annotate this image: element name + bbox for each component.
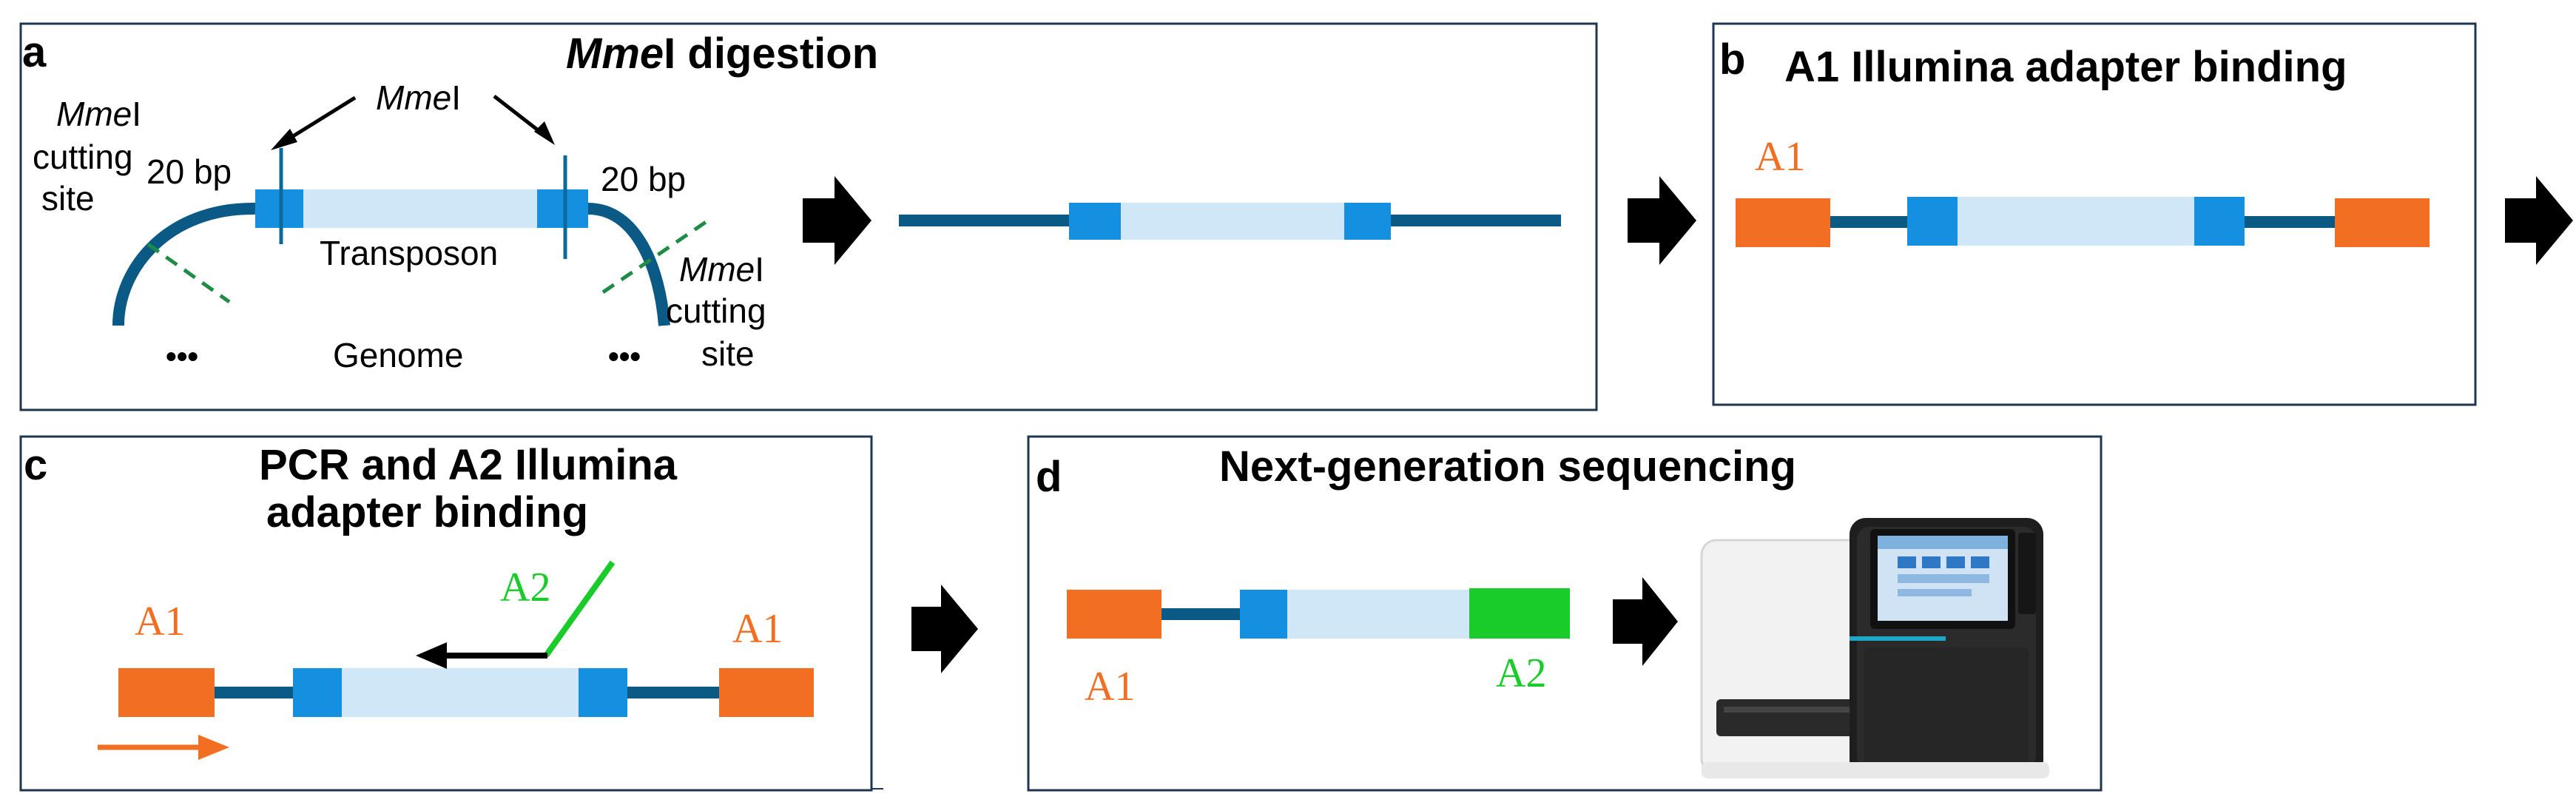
panel-b-end-left (1907, 197, 1958, 246)
sequencer-tray-slot (1716, 699, 1861, 736)
genome-label: Genome (333, 336, 463, 374)
mmei-enzyme-label-rest: I (451, 78, 461, 117)
flow-arrow-1 (803, 176, 871, 265)
flow-arrow-2 (1628, 176, 1696, 265)
panel-c-adapter-left-label: A1 (135, 599, 185, 644)
cut-site-right-line2: cutting (666, 292, 766, 330)
panel-d-title: Next-generation sequencing (1219, 442, 1796, 491)
panel-b-title: A1 Illumina adapter binding (1784, 43, 2347, 91)
sequencer-status-light (1850, 636, 1946, 641)
enzyme-pointer-left (271, 95, 357, 150)
panel-a-letter: a (22, 28, 47, 76)
sequencer-base (1702, 762, 2049, 778)
cut-site-right-line3: site (701, 334, 755, 373)
panel-b-adapter-left-label: A1 (1755, 134, 1805, 180)
ellipsis-left: ••• (166, 339, 198, 374)
sequencer-instrument-illustration (1700, 518, 2049, 778)
flow-arrow-4 (911, 585, 978, 673)
panel-b-transposon (1958, 197, 2194, 246)
panel-c: c PCR and A2 Illumina adapter binding A1… (19, 435, 873, 792)
bp-label-left: 20 bp (146, 152, 232, 191)
panel-b-letter: b (1719, 36, 1745, 84)
panel-d-end-left (1240, 590, 1287, 639)
panel-c-extension-arrow (416, 642, 547, 669)
panel-a-title-italic: Mme (566, 30, 664, 78)
sequencer-body (1700, 539, 1873, 775)
panel-d-adapter-right (1469, 588, 1570, 639)
panel-d-adapter-left-label: A1 (1085, 664, 1135, 710)
panel-c-adapter-left (118, 668, 215, 717)
panel-a-title: MmeI digestion (566, 30, 878, 78)
flow-arrow-5 (1613, 577, 1678, 666)
panel-b: b A1 Illumina adapter binding A1 A1 (1712, 22, 2477, 406)
panel-c-title-line1: PCR and A2 Illumina (259, 441, 678, 489)
transposon-label: Transposon (320, 234, 498, 272)
bp-label-right: 20 bp (601, 160, 686, 198)
panel-c-primer-label: A2 (500, 565, 550, 610)
enzyme-pointer-right (493, 95, 555, 145)
cut-site-right-line1: MmeI (679, 250, 764, 289)
cut-site-left-line2: cutting (33, 138, 133, 176)
panel-a-title-rest: I digestion (664, 30, 878, 78)
digestion-product-transposon (1121, 203, 1344, 240)
cut-site-left-line3: site (41, 179, 95, 218)
panel-d-adapter-left (1067, 590, 1161, 639)
panel-c-adapter-right-label: A1 (732, 606, 783, 652)
sequencer-door (1864, 647, 2029, 766)
transposon-end-right (537, 189, 588, 228)
genome-arc-right (587, 203, 670, 326)
cut-site-dash-left (146, 242, 231, 304)
genome-arc-left (112, 202, 256, 326)
transposon-body (303, 189, 537, 228)
panel-c-a2-primer (543, 560, 616, 658)
panel-c-title-line2: adapter binding (266, 488, 588, 536)
panel-b-adapter-right (2335, 198, 2430, 247)
panel-c-transposon (342, 668, 579, 717)
panel-c-a1-primer-arrow (98, 735, 229, 760)
panel-b-end-right (2194, 197, 2245, 246)
flow-arrow-3 (2505, 176, 2573, 265)
digestion-product (899, 203, 1561, 240)
panel-d-transposon (1287, 590, 1469, 639)
panel-c-frame (19, 435, 873, 792)
panel-c-end-left (293, 668, 342, 717)
panel-c-letter: c (24, 441, 47, 489)
mmei-enzyme-label-italic: Mme (376, 78, 451, 117)
ellipsis-right: ••• (608, 339, 641, 374)
panel-b-adapter-left (1736, 198, 1830, 247)
panel-d-adapter-right-label: A2 (1496, 650, 1546, 696)
panel-d-letter: d (1036, 453, 1062, 501)
panel-c-end-right (579, 668, 627, 717)
panel-c-adapter-right (719, 668, 814, 717)
digestion-product-end-right (1344, 203, 1391, 240)
cut-site-left-line1: MmeI (56, 95, 141, 133)
digestion-product-end-left (1069, 203, 1121, 240)
panel-d: d Next-generation sequencing A1 A2 (1027, 435, 2103, 792)
mmei-enzyme-label: MmeI (376, 78, 461, 117)
